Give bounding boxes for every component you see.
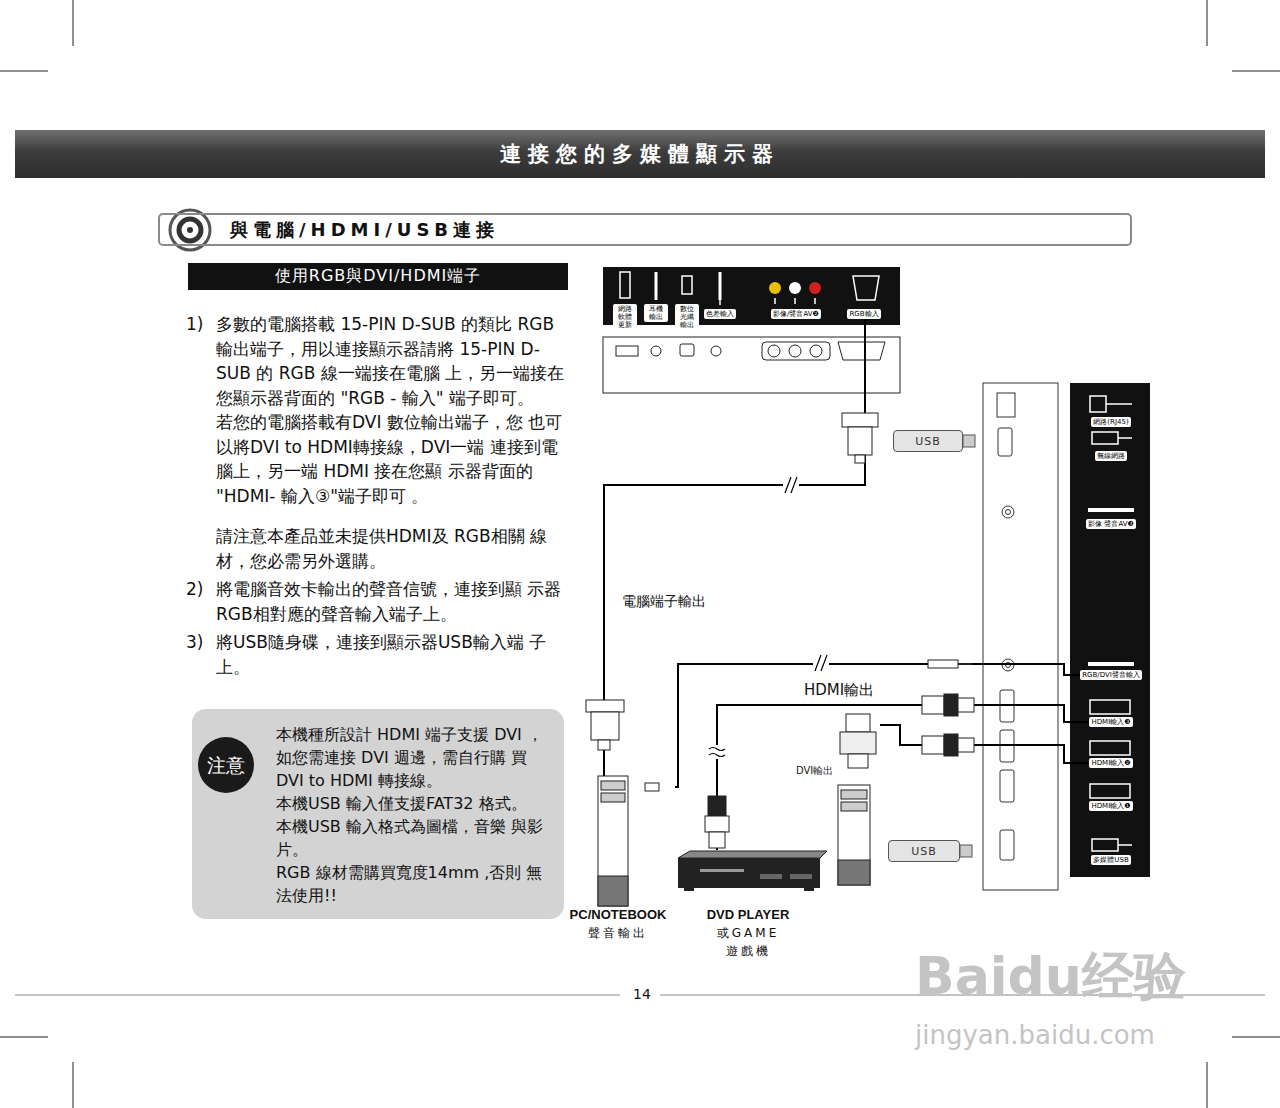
section-band: 與電腦/HDMI/USB連接 [158, 213, 1132, 246]
step-body: 多數的電腦搭載 15-PIN D-SUB 的類比 RGB 輸出端子，用以連接顯示… [216, 312, 568, 573]
node-text: 影像 聲音AV❸ [1088, 520, 1134, 528]
pc-device: PC/NOTEBOOK 聲音輸出 [561, 776, 675, 944]
node-text: RGB輸入 [849, 310, 878, 318]
node-text: DVD PLAYER [707, 907, 790, 922]
port-label: 網路(RJ45) [1091, 417, 1130, 427]
step-number: 3) [186, 630, 216, 679]
node-text: 注意 [207, 754, 245, 777]
section-icon [170, 210, 210, 250]
port-label: 無線網路 [1095, 451, 1127, 461]
node-text: 無線網路 [1097, 452, 1125, 460]
node-text: 本機種所設計 HDMI 端子支援 DVI ，如您需連接 DVI 週邊，需自行購 … [276, 723, 552, 792]
port-label: HDMI輸入❶ [1089, 801, 1132, 811]
port-label: HDMI輸入❸ [1089, 717, 1132, 727]
port-label-strip [1070, 383, 1150, 877]
node-text: 網路(RJ45) [1093, 418, 1128, 426]
step: 1)多數的電腦搭載 15-PIN D-SUB 的類比 RGB 輸出端子，用以連接… [186, 312, 568, 573]
page-number: 14 [630, 986, 654, 1002]
usb-stick: USB [893, 430, 963, 452]
port-label: 影像 聲音AV❸ [1086, 519, 1136, 529]
watermark: jingyan.baidu.com [912, 1020, 1158, 1050]
note-badge: 注意 [198, 737, 254, 793]
cable-connector [675, 664, 1080, 787]
node-text: USB [915, 435, 941, 448]
page-title: 連接您的多媒體顯示器 [15, 130, 1265, 178]
cable-connector [717, 705, 1089, 850]
audio-plug [645, 660, 972, 791]
node-text: 耳機輸出 [646, 305, 666, 321]
step: 2)將電腦音效卡輸出的聲音信號，連接到顯 示器RGB相對應的聲音輸入端子上。 [186, 577, 568, 626]
node-text: 本機USB 輸入格式為圖檔，音樂 與影片。 [276, 815, 552, 861]
cable-break [709, 477, 829, 759]
pc-tower [598, 776, 870, 906]
dvi-adapter [840, 714, 876, 768]
node-text: DVI輸出 [796, 764, 880, 778]
node-text: RGB/DVI聲音輸入 [1082, 671, 1140, 679]
cable-label: HDMI輸出 [802, 681, 876, 700]
watermark: Baidu经验 [912, 942, 1189, 1012]
dvd-device: DVD PLAYER 或GAME 遊戲機 [668, 850, 828, 962]
cable-connector [880, 725, 1089, 763]
node-text: PC/NOTEBOOK [570, 907, 667, 922]
sub-heading-band: 使用RGB與DVI/HDMI端子 [188, 263, 568, 290]
node-text: 或GAME 遊戲機 [713, 925, 783, 960]
rear-panel-ports [603, 337, 900, 393]
node-text: 色差輸入 [706, 310, 734, 318]
step-text: 請注意本產品並未提供HDMI及 RGB相關 線材，您必需另外選購。 [216, 524, 568, 573]
instructions: 1)多數的電腦搭載 15-PIN D-SUB 的類比 RGB 輸出端子，用以連接… [186, 312, 568, 683]
step-body: 將USB隨身碟，連接到顯示器USB輸入端 子上。 [216, 630, 568, 679]
node-text: HDMI輸入❸ [1091, 718, 1130, 726]
usb-plug-tip [960, 435, 975, 857]
port-label: 影像/聲音AV❷ [771, 309, 821, 319]
step-number: 1) [186, 312, 216, 573]
node-text: 本機USB 輸入僅支援FAT32 格式。 [276, 792, 552, 815]
port-label: 耳機輸出 [644, 304, 668, 322]
port-label: RGB輸入 [847, 309, 880, 319]
step-text: 將USB隨身碟，連接到顯示器USB輸入端 子上。 [216, 630, 568, 679]
note-box: 本機種所設計 HDMI 端子支援 DVI ，如您需連接 DVI 週邊，需自行購 … [192, 709, 564, 919]
node-text: 與電腦/HDMI/USB連接 [230, 218, 499, 242]
step-number: 2) [186, 577, 216, 626]
node-text: 使用RGB與DVI/HDMI端子 [275, 266, 481, 287]
cable-label: 電腦端子輸出 [620, 593, 708, 611]
usb-stick: USB [888, 840, 960, 862]
step-text: 若您的電腦搭載有DVI 數位輸出端子，您 也可以將DVI to HDMI轉接線，… [216, 410, 568, 508]
cable-connector [604, 319, 865, 776]
vga-plug [586, 413, 878, 750]
node-text: 網路軟體更新 [615, 305, 635, 329]
node-text: USB [911, 845, 937, 858]
port-label: HDMI輸入❷ [1089, 758, 1132, 768]
port-label: 網路軟體更新 [613, 304, 637, 330]
node-text: RGB 線材需購買寬度14mm ,否則 無法使用!! [276, 861, 552, 907]
tv-side-panel [983, 383, 1058, 890]
port-label: 多媒體USB [1091, 855, 1130, 865]
node-text: 聲音輸出 [588, 925, 648, 942]
port-label: 數位光纖輸出 [675, 304, 699, 330]
step: 3)將USB隨身碟，連接到顯示器USB輸入端 子上。 [186, 630, 568, 679]
step-text: 將電腦音效卡輸出的聲音信號，連接到顯 示器RGB相對應的聲音輸入端子上。 [216, 577, 568, 626]
dvi-pc-device: DVI輸出 [796, 714, 880, 890]
hdmi-plug [705, 694, 974, 848]
node-text: 影像/聲音AV❷ [773, 310, 819, 318]
node-text: 數位光纖輸出 [677, 305, 697, 329]
step-text: 多數的電腦搭載 15-PIN D-SUB 的類比 RGB 輸出端子，用以連接顯示… [216, 312, 568, 410]
port-label: 色差輸入 [704, 309, 736, 319]
node-text: HDMI輸入❷ [1091, 759, 1130, 767]
node-text: 多媒體USB [1093, 856, 1128, 864]
rear-panel-top [603, 267, 900, 325]
step-body: 將電腦音效卡輸出的聲音信號，連接到顯 示器RGB相對應的聲音輸入端子上。 [216, 577, 568, 626]
port-label: RGB/DVI聲音輸入 [1080, 670, 1142, 680]
node-text: HDMI輸入❶ [1091, 802, 1130, 810]
dvd-player [678, 851, 827, 891]
